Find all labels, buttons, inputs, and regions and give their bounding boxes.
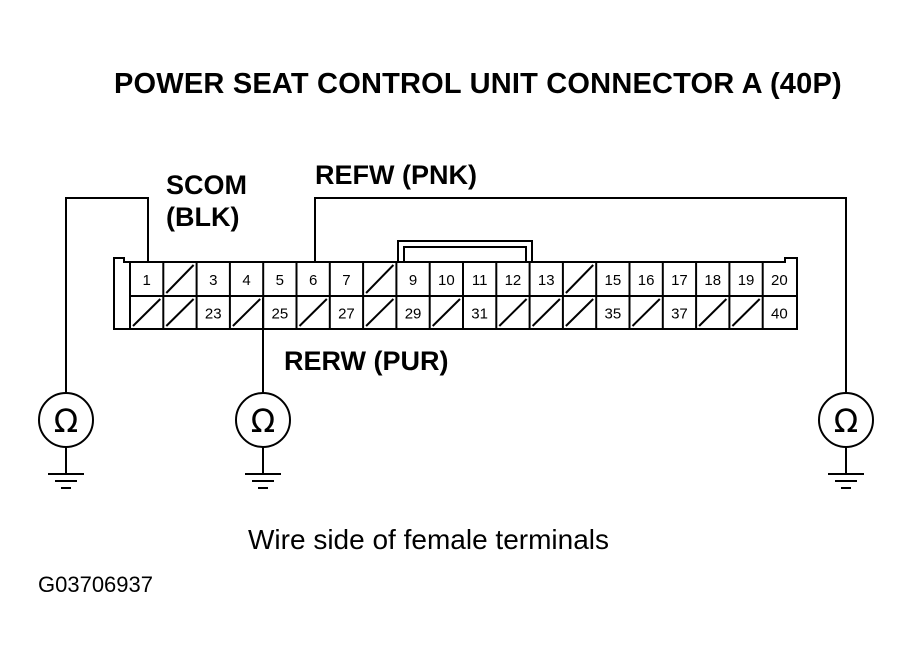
unused-cavity-mark bbox=[565, 264, 594, 294]
unused-cavity-mark bbox=[232, 298, 261, 327]
ohm-icon: Ω bbox=[54, 402, 78, 440]
ohmmeter: Ω bbox=[235, 392, 291, 489]
rerw-wire-label: RERW (PUR) bbox=[284, 346, 449, 376]
top-row-terminal-13: 13 bbox=[538, 272, 555, 289]
top-row-terminal-18: 18 bbox=[704, 272, 721, 289]
connector-housing bbox=[113, 257, 798, 330]
top-row-terminal-15: 15 bbox=[605, 272, 622, 289]
unused-cavity-mark bbox=[631, 298, 661, 327]
top-row-terminal-17: 17 bbox=[671, 272, 688, 289]
top-row-terminal-9: 9 bbox=[409, 272, 417, 289]
unused-cavity-mark bbox=[531, 298, 561, 327]
bottom-row-terminal-40: 40 bbox=[771, 306, 788, 323]
top-row-terminal-4: 4 bbox=[242, 272, 250, 289]
unused-cavity-mark bbox=[298, 298, 328, 327]
bottom-row-terminal-27: 27 bbox=[338, 306, 355, 323]
unused-cavity-mark bbox=[165, 298, 195, 327]
top-row-terminal-6: 6 bbox=[309, 272, 317, 289]
unused-cavity-mark bbox=[565, 298, 594, 327]
top-row-terminal-12: 12 bbox=[505, 272, 522, 289]
bottom-row-terminal-23: 23 bbox=[205, 306, 222, 323]
unused-cavity-mark bbox=[698, 298, 728, 327]
unused-cavity-mark bbox=[165, 264, 195, 294]
scom-wire-color: (BLK) bbox=[166, 202, 240, 232]
figure-id: G03706937 bbox=[38, 572, 153, 597]
refw-wire bbox=[314, 197, 847, 393]
top-row-terminal-5: 5 bbox=[276, 272, 284, 289]
bottom-row-terminal-31: 31 bbox=[471, 306, 488, 323]
lock-tab-inner bbox=[403, 246, 527, 262]
bottom-row-terminal-35: 35 bbox=[605, 306, 622, 323]
scom-wire-label: SCOM bbox=[166, 170, 247, 200]
top-row-terminal-1: 1 bbox=[142, 272, 150, 289]
scom-wire bbox=[65, 197, 149, 393]
top-row-terminal-7: 7 bbox=[342, 272, 350, 289]
bottom-row-terminal-37: 37 bbox=[671, 306, 688, 323]
ohmmeter: Ω bbox=[818, 392, 874, 489]
top-row-terminal-11: 11 bbox=[472, 272, 488, 289]
top-row-terminal-19: 19 bbox=[738, 272, 755, 289]
top-row-terminal-16: 16 bbox=[638, 272, 655, 289]
ohmmeter: Ω bbox=[38, 392, 94, 489]
bottom-row-terminal-29: 29 bbox=[405, 306, 422, 323]
ohm-icon: Ω bbox=[251, 402, 275, 440]
ohm-icon: Ω bbox=[834, 402, 858, 440]
unused-cavity-mark bbox=[498, 298, 528, 327]
refw-wire-label: REFW (PNK) bbox=[315, 160, 477, 190]
top-row-terminal-10: 10 bbox=[438, 272, 455, 289]
unused-cavity-mark bbox=[431, 298, 461, 327]
bottom-row-terminal-25: 25 bbox=[272, 306, 289, 323]
unused-cavity-mark bbox=[365, 298, 395, 327]
unused-cavity-mark bbox=[365, 264, 395, 294]
top-row-terminal-20: 20 bbox=[771, 272, 788, 289]
unused-cavity-mark bbox=[132, 298, 162, 327]
top-row-terminal-3: 3 bbox=[209, 272, 217, 289]
diagram-title: POWER SEAT CONTROL UNIT CONNECTOR A (40P… bbox=[114, 68, 842, 100]
caption: Wire side of female terminals bbox=[248, 524, 610, 555]
unused-cavity-mark bbox=[731, 298, 761, 327]
lock-tab bbox=[397, 240, 533, 262]
